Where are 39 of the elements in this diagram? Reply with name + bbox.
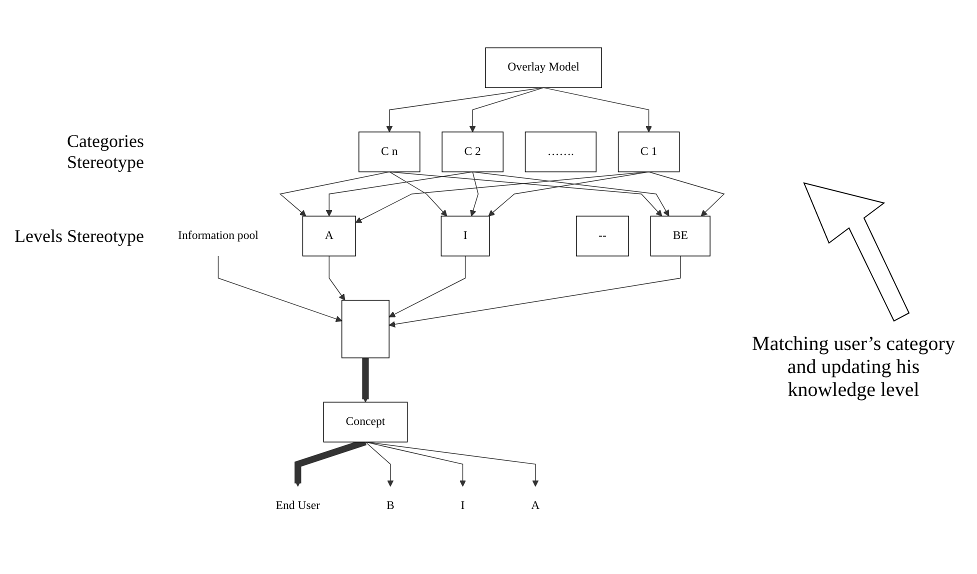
arrow (389, 171, 662, 216)
arrow (365, 442, 539, 487)
node-box: ……. (524, 132, 596, 172)
node-box: BE (650, 216, 710, 256)
node-text: I (460, 500, 465, 512)
arrow (326, 171, 473, 216)
arrow (488, 171, 650, 216)
arrow (389, 171, 448, 216)
arrow (388, 256, 466, 318)
node-text: End User (276, 500, 320, 512)
node-box (341, 300, 390, 358)
arrow (469, 87, 544, 132)
node-box: Concept (323, 402, 408, 442)
arrow (355, 171, 650, 223)
node-text: B (386, 500, 394, 512)
node-box: -- (576, 216, 629, 256)
node-box: C 2 (442, 132, 504, 172)
node-box: Overlay Model (485, 47, 602, 88)
arrow (648, 171, 725, 216)
row-label: Categories Stereotype (66, 130, 144, 173)
node-box: C n (358, 132, 420, 172)
arrow (470, 171, 479, 216)
node-text: Information pool (178, 229, 258, 242)
arrow (279, 171, 390, 216)
node-text: A (531, 500, 540, 512)
arrow (365, 442, 394, 487)
arrow (218, 256, 342, 322)
row-label: Levels Stereotype (14, 226, 144, 247)
node-box: A (302, 216, 356, 256)
arrow (388, 256, 681, 328)
node-box: C 1 (618, 132, 680, 172)
arrow (543, 87, 652, 132)
arrow (472, 171, 670, 216)
arrow (386, 87, 544, 132)
arrow (362, 358, 369, 402)
arrow (365, 442, 466, 487)
annotation-text: Matching user’s category and updating his knowledge level (751, 332, 956, 402)
arrow (328, 256, 346, 301)
node-box: I (440, 216, 490, 256)
